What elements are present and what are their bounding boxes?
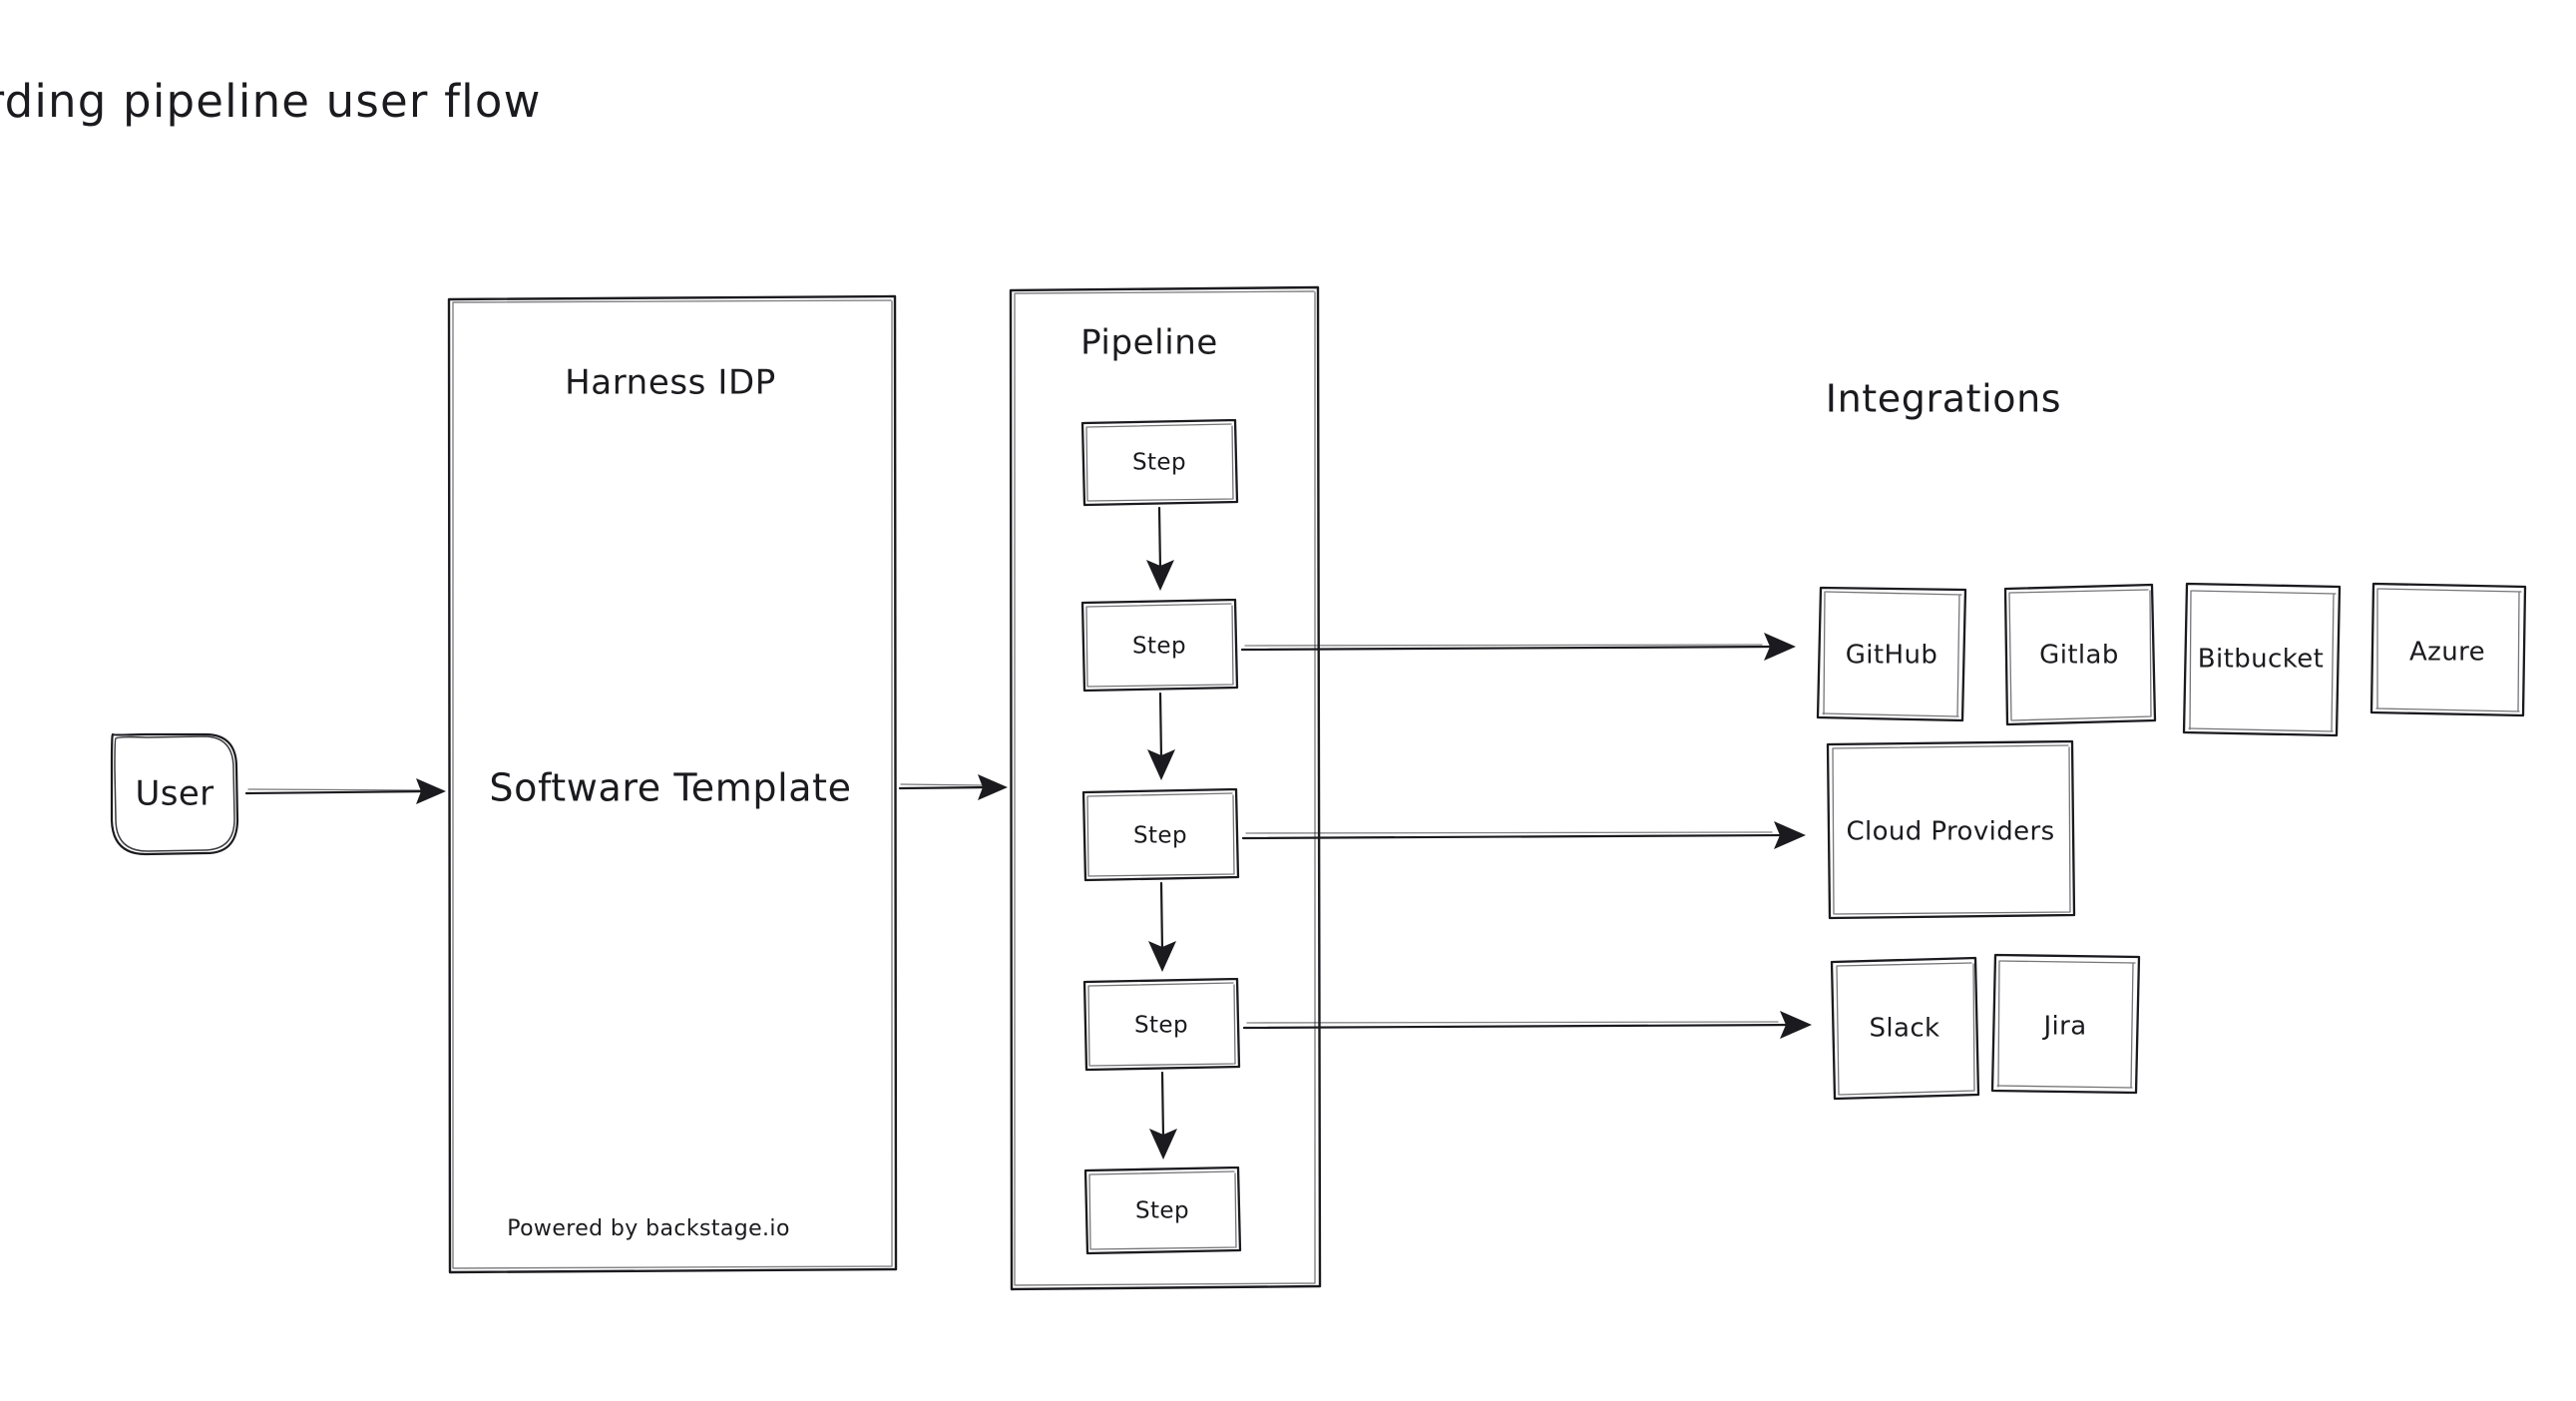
integration-node-bitbucket-label: Bitbucket [2198,645,2324,675]
connector-step3-to-cloud-providers [1241,821,1806,849]
step-node-3-label: Step [1133,823,1187,849]
integration-node-gitlab-label: Gitlab [2039,641,2119,671]
connector-step4-to-slack [1242,1011,1812,1039]
arrow-head-icon [1780,1011,1812,1039]
arrow-head-icon [1149,1129,1177,1160]
step-node-2-label: Step [1132,634,1186,660]
arrow-head-icon [1148,941,1176,972]
software-template-label: Software Template [489,766,851,810]
integration-node-cloud-providers[interactable]: Cloud Providers [1826,739,2076,920]
connector-step2-to-github [1240,633,1796,661]
group-harness-idp-title: Harness IDP [565,363,776,403]
step-node-5-label: Step [1135,1198,1189,1224]
connector-idp-to-pipeline [898,774,1008,800]
integration-node-azure[interactable]: Azure [2369,582,2527,717]
integration-node-github-label: GitHub [1846,641,1938,671]
step-node-5[interactable]: Step [1083,1166,1242,1255]
step-node-2[interactable]: Step [1080,598,1239,693]
connector-user-to-idp [244,778,446,804]
integration-node-jira-label: Jira [2041,1012,2086,1042]
node-user-label: User [135,774,214,814]
integration-node-jira[interactable]: Jira [1990,953,2141,1095]
page-title: A service onboarding pipeline user flow [0,75,542,128]
powered-by-label: Powered by backstage.io [507,1216,790,1241]
arrow-head-icon [1147,749,1175,780]
integration-node-azure-label: Azure [2409,638,2485,668]
step-node-4-label: Step [1134,1013,1188,1039]
arrow-head-icon [1146,560,1174,591]
arrow-head-icon [978,774,1008,800]
integration-node-bitbucket[interactable]: Bitbucket [2182,582,2342,737]
integration-node-github[interactable]: GitHub [1816,586,1967,722]
step-node-4[interactable]: Step [1082,977,1241,1072]
connector-step1-step2 [1146,506,1174,591]
integration-node-gitlab[interactable]: Gitlab [2003,583,2157,726]
node-user[interactable]: User [110,732,239,856]
connector-step4-step5 [1149,1071,1177,1160]
integration-node-cloud-providers-label: Cloud Providers [1846,817,2054,847]
connector-step2-step3 [1147,692,1175,780]
step-node-1[interactable]: Step [1080,418,1239,507]
arrow-head-icon [416,778,446,804]
arrow-head-icon [1774,821,1806,849]
integration-node-slack-label: Slack [1869,1014,1939,1044]
arrow-head-icon [1764,633,1796,661]
group-harness-idp[interactable]: Harness IDP Software Template Powered by… [447,294,898,1274]
step-node-3[interactable]: Step [1081,787,1240,882]
group-pipeline-title: Pipeline [1080,323,1218,363]
connector-step3-step4 [1148,881,1176,972]
step-node-1-label: Step [1132,450,1186,476]
integrations-heading: Integrations [1826,377,2061,421]
integration-node-slack[interactable]: Slack [1830,956,1980,1101]
